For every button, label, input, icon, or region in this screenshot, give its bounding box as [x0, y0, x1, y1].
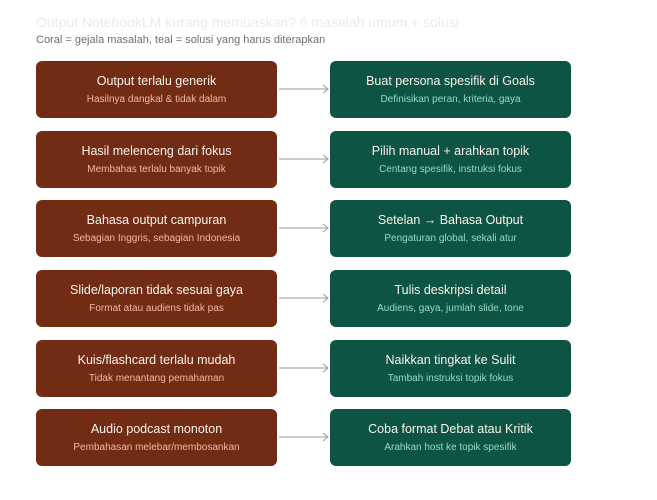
problem-solution-row: Output terlalu generik Hasilnya dangkal … — [0, 61, 657, 118]
solution-subtitle: Audiens, gaya, jumlah slide, tone — [377, 302, 524, 314]
solution-subtitle: Tambah instruksi topik fokus — [387, 372, 514, 384]
arrow-right-icon — [279, 154, 329, 164]
problem-title: Bahasa output campuran — [86, 212, 227, 227]
solution-title: Setelan → Bahasa Output — [377, 212, 524, 227]
solution-box: Pilih manual + arahkan topik Centang spe… — [330, 131, 571, 188]
problem-subtitle: Hasilnya dangkal & tidak dalam — [86, 93, 227, 105]
diagram-subtitle: Coral = gejala masalah, teal = solusi ya… — [36, 34, 326, 46]
problem-title: Audio podcast monoton — [90, 421, 223, 436]
solution-box: Setelan → Bahasa Output Pengaturan globa… — [330, 200, 571, 257]
solution-box: Coba format Debat atau Kritik Arahkan ho… — [330, 409, 571, 466]
problem-title: Slide/laporan tidak sesuai gaya — [69, 282, 244, 297]
problem-box: Audio podcast monoton Pembahasan melebar… — [36, 409, 277, 466]
problem-title: Output terlalu generik — [96, 73, 217, 88]
solution-title: Coba format Debat atau Kritik — [368, 421, 533, 436]
solution-title: Tulis deskripsi detail — [394, 282, 507, 297]
solution-box: Buat persona spesifik di Goals Definisik… — [330, 61, 571, 118]
problem-box: Hasil melenceng dari fokus Membahas terl… — [36, 131, 277, 188]
problem-solution-row: Kuis/flashcard terlalu mudah Tidak menan… — [0, 340, 657, 397]
problem-subtitle: Membahas terlalu banyak topik — [87, 163, 226, 175]
problem-title: Kuis/flashcard terlalu mudah — [77, 352, 236, 367]
arrow-right-icon — [279, 84, 329, 94]
solution-title: Buat persona spesifik di Goals — [366, 73, 535, 88]
solution-box: Naikkan tingkat ke Sulit Tambah instruks… — [330, 340, 571, 397]
solution-subtitle: Centang spesifik, instruksi fokus — [379, 163, 522, 175]
arrow-right-icon — [279, 293, 329, 303]
solution-box: Tulis deskripsi detail Audiens, gaya, ju… — [330, 270, 571, 327]
problem-subtitle: Pembahasan melebar/membosankan — [73, 441, 240, 453]
diagram-title: Output NotebookLM kurang memuaskan? 6 ma… — [36, 14, 459, 30]
problem-solution-row: Audio podcast monoton Pembahasan melebar… — [0, 409, 657, 466]
problem-title: Hasil melenceng dari fokus — [81, 143, 232, 158]
solution-title: Naikkan tingkat ke Sulit — [385, 352, 516, 367]
solution-subtitle: Pengaturan global, sekali atur — [384, 232, 517, 244]
problem-subtitle: Sebagian Inggris, sebagian Indonesia — [72, 232, 241, 244]
arrow-right-icon — [279, 363, 329, 373]
problem-box: Kuis/flashcard terlalu mudah Tidak menan… — [36, 340, 277, 397]
problem-box: Output terlalu generik Hasilnya dangkal … — [36, 61, 277, 118]
problem-box: Bahasa output campuran Sebagian Inggris,… — [36, 200, 277, 257]
arrow-right-icon — [279, 223, 329, 233]
problem-solution-row: Slide/laporan tidak sesuai gaya Format a… — [0, 270, 657, 327]
problem-subtitle: Format atau audiens tidak pas — [89, 302, 224, 314]
arrow-right-icon — [279, 432, 329, 442]
solution-title: Pilih manual + arahkan topik — [371, 143, 530, 158]
solution-subtitle: Definisikan peran, kriteria, gaya — [380, 93, 521, 105]
problem-box: Slide/laporan tidak sesuai gaya Format a… — [36, 270, 277, 327]
problem-subtitle: Tidak menantang pemahaman — [88, 372, 225, 384]
problem-solution-row: Hasil melenceng dari fokus Membahas terl… — [0, 131, 657, 188]
solution-subtitle: Arahkan host ke topik spesifik — [384, 441, 517, 453]
problem-solution-row: Bahasa output campuran Sebagian Inggris,… — [0, 200, 657, 257]
